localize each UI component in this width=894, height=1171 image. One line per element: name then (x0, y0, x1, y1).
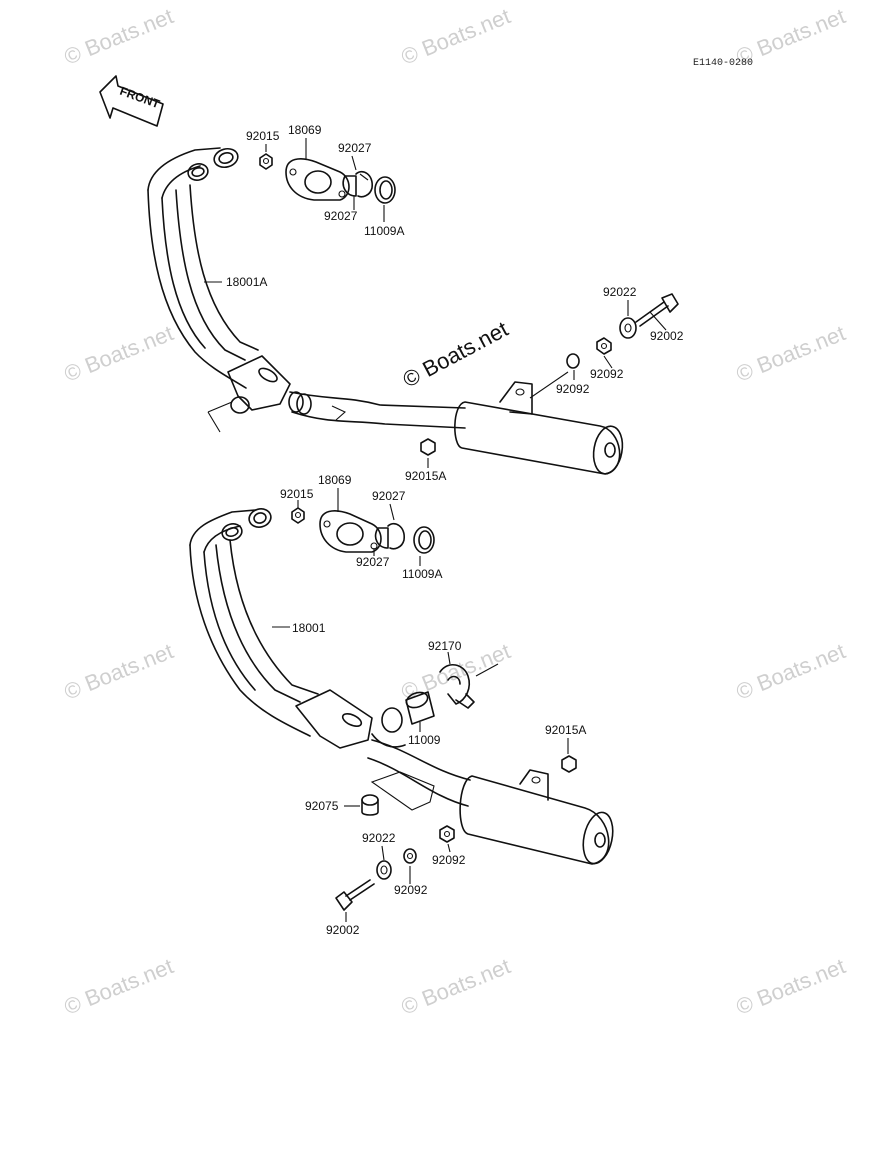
upper-nut-small-icon (566, 353, 580, 369)
part-label-92092: 92092 (394, 883, 428, 897)
part-label-92015: 92015 (280, 487, 314, 501)
upper-flange-icon (285, 158, 350, 201)
lower-muffler-nut-icon (561, 755, 577, 773)
lower-joint-gasket-icon (405, 691, 435, 725)
part-label-92022: 92022 (362, 831, 396, 845)
part-label-11009a: 11009A (364, 224, 404, 238)
watermark: © Boats.net (398, 953, 514, 1019)
lower-muffler (459, 769, 614, 865)
lower-gasket-ring-icon (413, 526, 435, 554)
lower-damper-icon (361, 794, 379, 816)
part-label-92002: 92002 (326, 923, 360, 937)
lower-clamp-icon (439, 663, 499, 709)
upper-gasket-ring-icon (374, 176, 396, 204)
lower-washer-icon (376, 860, 392, 880)
diagram-code: E1140-0280 (693, 58, 753, 69)
part-label-92170: 92170 (428, 639, 462, 653)
lower-gasket-nut-icon (291, 507, 305, 524)
part-label-18069: 18069 (318, 473, 352, 487)
upper-header-pipe (147, 147, 466, 433)
watermark: © Boats.net (61, 638, 177, 704)
part-label-92027: 92027 (372, 489, 406, 503)
watermark-center: © Boats.net (399, 316, 513, 392)
watermark: © Boats.net (61, 3, 177, 69)
lower-leaders (272, 488, 569, 922)
upper-muffler-nut-icon (420, 438, 436, 456)
front-arrow-icon: FRONT (99, 75, 164, 127)
part-label-92015a: 92015A (405, 469, 446, 483)
upper-assembly: 92015 18069 92027 92027 11009A 18001A 92… (147, 123, 684, 483)
upper-leaders (204, 138, 667, 468)
watermark: © Boats.net (61, 953, 177, 1019)
watermark: © Boats.net (733, 638, 849, 704)
part-label-92075: 92075 (305, 799, 339, 813)
part-label-92092: 92092 (432, 853, 466, 867)
part-label-11009: 11009 (408, 733, 441, 747)
lower-flange-icon (319, 510, 382, 553)
part-label-18001a: 18001A (226, 275, 267, 289)
upper-muffler (454, 371, 624, 475)
part-label-92092: 92092 (590, 367, 624, 381)
watermark: © Boats.net (61, 320, 177, 386)
part-label-92027: 92027 (356, 555, 390, 569)
part-label-18069: 18069 (288, 123, 322, 137)
watermark: © Boats.net (733, 320, 849, 386)
lower-collar-icon (374, 522, 405, 550)
part-label-92015a: 92015A (545, 723, 586, 737)
lower-header-pipe (189, 508, 471, 811)
part-label-18001: 18001 (292, 621, 326, 635)
part-label-92027: 92027 (338, 141, 372, 155)
lower-assembly: 92015 18069 92027 92027 11009A 18001 921… (189, 473, 614, 937)
watermark: © Boats.net (398, 3, 514, 69)
part-label-11009a: 11009A (402, 567, 442, 581)
part-label-92002: 92002 (650, 329, 684, 343)
part-label-92022: 92022 (603, 285, 637, 299)
lower-nut-icon (439, 825, 455, 843)
front-label: FRONT (118, 84, 162, 112)
part-label-92092: 92092 (556, 382, 590, 396)
lower-nut-small-icon (403, 848, 417, 864)
upper-collar-icon (342, 170, 373, 198)
part-label-92027: 92027 (324, 209, 358, 223)
watermark: © Boats.net (733, 953, 849, 1019)
upper-gasket-nut-icon (259, 153, 273, 170)
upper-nut-icon (596, 337, 612, 355)
upper-washer-icon (619, 317, 637, 339)
upper-bolt-icon (635, 293, 679, 327)
part-label-92015: 92015 (246, 129, 280, 143)
lower-bolt-icon (335, 879, 375, 911)
